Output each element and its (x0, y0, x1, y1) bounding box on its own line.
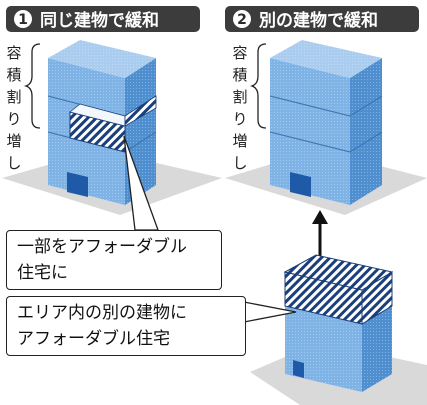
building-3 (283, 254, 394, 392)
panel2-side-char-2: 割 (232, 88, 247, 106)
building-2 (269, 40, 383, 205)
panel1-title: 同じ建物で緩和 (40, 10, 159, 31)
panel1-side-char-5: し (6, 154, 21, 172)
panel2-side-label: 容 積 割 り 増 し (232, 44, 247, 172)
panel1-brace (23, 43, 41, 129)
panel2-side-char-0: 容 (232, 44, 247, 62)
callout-other-building: エリア内の別の建物に アフォーダブル住宅 (6, 296, 246, 356)
panel1-header: 1 同じ建物で緩和 (6, 6, 200, 32)
door-3 (293, 360, 304, 378)
callout1-line-2: 住宅に (17, 263, 68, 283)
callout2-line-1: エリア内の別の建物に (17, 303, 187, 323)
callout1-line-1: 一部をアフォーダブル (17, 237, 187, 257)
door-2 (290, 172, 311, 197)
panel2-title: 別の建物で緩和 (258, 10, 378, 31)
panel2-header: 2 別の建物で緩和 (225, 6, 419, 32)
panel2-side-char-4: 増 (232, 132, 247, 150)
panel1-side-char-2: 割 (6, 88, 21, 106)
arrow-up-icon (312, 210, 328, 258)
callout-affordable-part: 一部をアフォーダブル 住宅に (6, 230, 222, 290)
panel1-side-label: 容 積 割 り 増 し (6, 44, 21, 172)
door-1 (67, 172, 88, 197)
panel2-side-char-1: 積 (232, 66, 247, 84)
panel1-side-char-0: 容 (6, 44, 21, 62)
panel2-brace (249, 43, 267, 129)
panel1-side-char-3: り (6, 110, 21, 128)
panel1-side-char-1: 積 (6, 66, 21, 84)
panel1-side-char-4: 増 (6, 132, 21, 150)
panel2-side-char-5: し (232, 154, 247, 172)
callout2-line-2: アフォーダブル住宅 (17, 329, 170, 349)
panel1-number: 1 (18, 12, 28, 28)
panel2-side-char-3: り (232, 110, 247, 128)
panel2-number: 2 (237, 12, 247, 28)
